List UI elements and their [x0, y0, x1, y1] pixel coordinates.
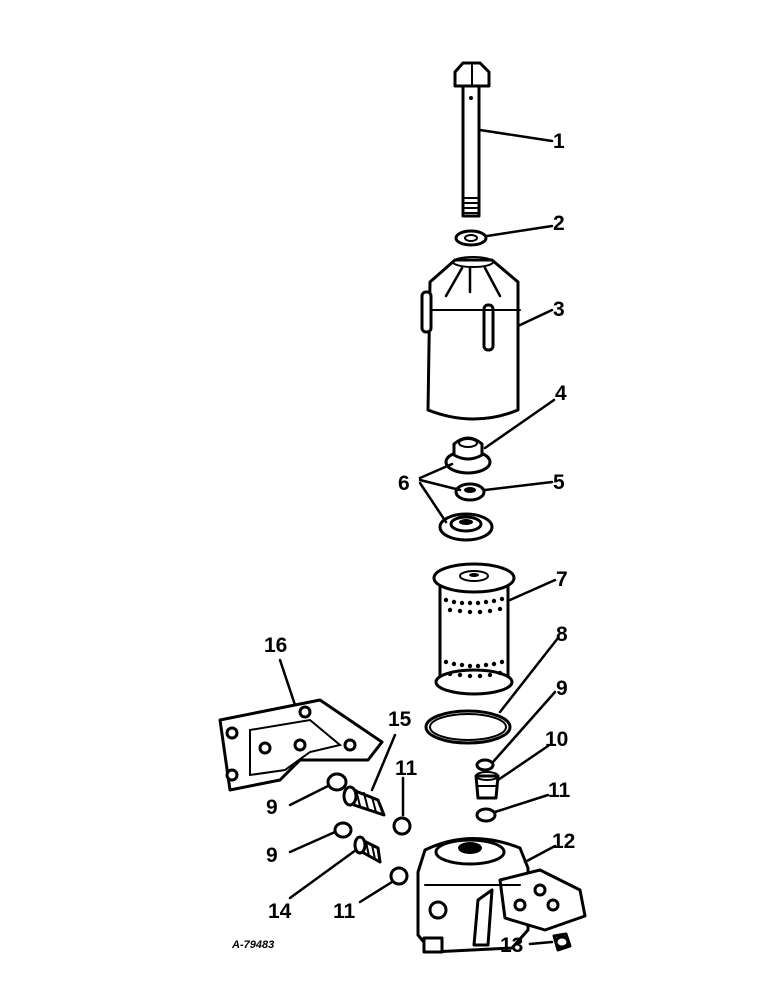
- part-gasket-cup: [438, 512, 494, 542]
- part-plug: [552, 932, 572, 952]
- callout-9-right: 9: [556, 677, 568, 700]
- part-washer-top: [454, 229, 488, 247]
- part-filter-shell: [420, 256, 521, 421]
- callout-5: 5: [553, 471, 565, 494]
- callout-9-left-upper: 9: [266, 796, 278, 819]
- part-mounting-gasket: [218, 698, 384, 792]
- callout-1: 1: [553, 130, 565, 153]
- part-filter-element: [432, 562, 516, 696]
- callout-9-left-lower: 9: [266, 844, 278, 867]
- part-seal-cup: [444, 436, 492, 475]
- callout-4: 4: [555, 382, 567, 405]
- part-plug-screw: [353, 835, 382, 864]
- part-washer-left-upper: [326, 772, 348, 792]
- callout-14: 14: [268, 900, 292, 923]
- part-filter-base: [416, 836, 587, 954]
- drawing-code: A-79483: [231, 939, 274, 951]
- callout-11-left-lower: 11: [333, 900, 356, 923]
- part-bolt: [453, 61, 491, 218]
- callout-3: 3: [553, 298, 565, 321]
- callout-10: 10: [545, 728, 568, 751]
- callout-13: 13: [500, 934, 523, 957]
- part-fitting: [342, 785, 386, 817]
- part-small-gasket-right: [475, 758, 495, 772]
- callout-12: 12: [552, 830, 575, 853]
- callout-6: 6: [398, 472, 410, 495]
- part-ball-right: [475, 807, 497, 823]
- callout-7: 7: [556, 568, 568, 591]
- callout-2: 2: [553, 212, 565, 235]
- callout-11-right: 11: [548, 779, 571, 802]
- callout-8: 8: [556, 623, 568, 646]
- part-ball-left-upper: [392, 816, 412, 836]
- part-o-ring: [424, 709, 512, 745]
- callout-labels: 1 2 3 4 5 6 7 8 9 10 11 12 13 16 15 11 9…: [231, 130, 575, 957]
- callout-11-left-upper: 11: [395, 757, 418, 780]
- part-valve: [474, 771, 500, 800]
- part-washer-left-lower: [333, 821, 353, 839]
- callout-16: 16: [264, 634, 287, 657]
- leader-lines: [278, 128, 560, 946]
- part-seal-ring: [454, 482, 486, 502]
- callout-15: 15: [388, 708, 412, 731]
- part-ball-left-lower: [389, 866, 409, 886]
